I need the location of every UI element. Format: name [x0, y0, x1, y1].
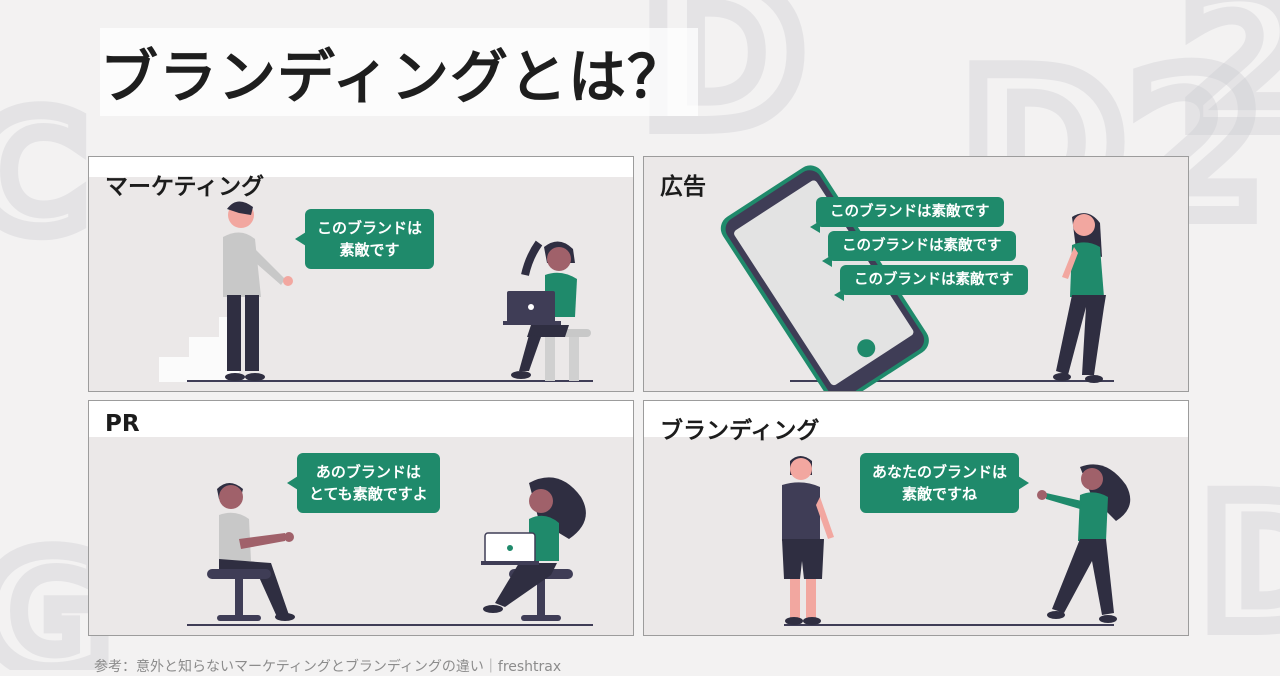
- speech-bubble-marketing: このブランドは 素敵です: [294, 209, 435, 269]
- panel-branding: ブランディング あなたのブランドは 素敵ですね: [643, 400, 1189, 636]
- panel-marketing: マーケティング このブランドは 素敵です: [88, 156, 634, 392]
- panel-label-ad: 広告: [660, 174, 706, 200]
- bubble-line: 素敵ですね: [902, 485, 978, 503]
- speech-bubble-ad-2: このブランドは素敵です: [822, 231, 1016, 267]
- panel-header-strip: [89, 157, 633, 177]
- panel-label-pr: PR: [105, 411, 140, 437]
- bubble-line: とても素敵ですよ: [309, 485, 428, 503]
- panel-pr: PR あのブランドは とても素敵ですよ: [88, 400, 634, 636]
- speech-bubble-branding: あなたのブランドは 素敵ですね: [860, 453, 1030, 513]
- bubble-line: あなたのブランドは: [872, 463, 1008, 481]
- branding-illustration: [782, 456, 1131, 626]
- panel-label-marketing: マーケティング: [105, 174, 265, 200]
- page-title: ブランディングとは？: [100, 28, 698, 116]
- bubble-line: 素敵です: [339, 241, 400, 259]
- bg-shape: C: [0, 71, 96, 276]
- speech-bubble-pr: あのブランドは とても素敵ですよ: [287, 453, 440, 513]
- ad-illustration: [720, 165, 1114, 391]
- panel-ad: 広告 このブランドは素敵です このブランドは素敵です このブランドは素敵です: [643, 156, 1189, 392]
- bg-shape: 2: [1171, 0, 1280, 178]
- panel-header-strip: [644, 401, 1188, 437]
- bg-shape: D: [1191, 451, 1280, 670]
- pr-illustration: [187, 477, 593, 626]
- speech-bubble-ad-3: このブランドは素敵です: [834, 265, 1028, 301]
- panel-label-branding: ブランディング: [660, 418, 820, 444]
- marketing-illustration: [159, 201, 593, 382]
- source-citation: 参考：意外と知らないマーケティングとブランディングの違い｜freshtrax: [94, 659, 562, 675]
- panel-header-strip: [89, 401, 633, 437]
- bubble-line: このブランドは: [317, 219, 423, 237]
- bubble-line: あのブランドは: [315, 463, 421, 481]
- speech-bubble-ad-1: このブランドは素敵です: [810, 197, 1004, 233]
